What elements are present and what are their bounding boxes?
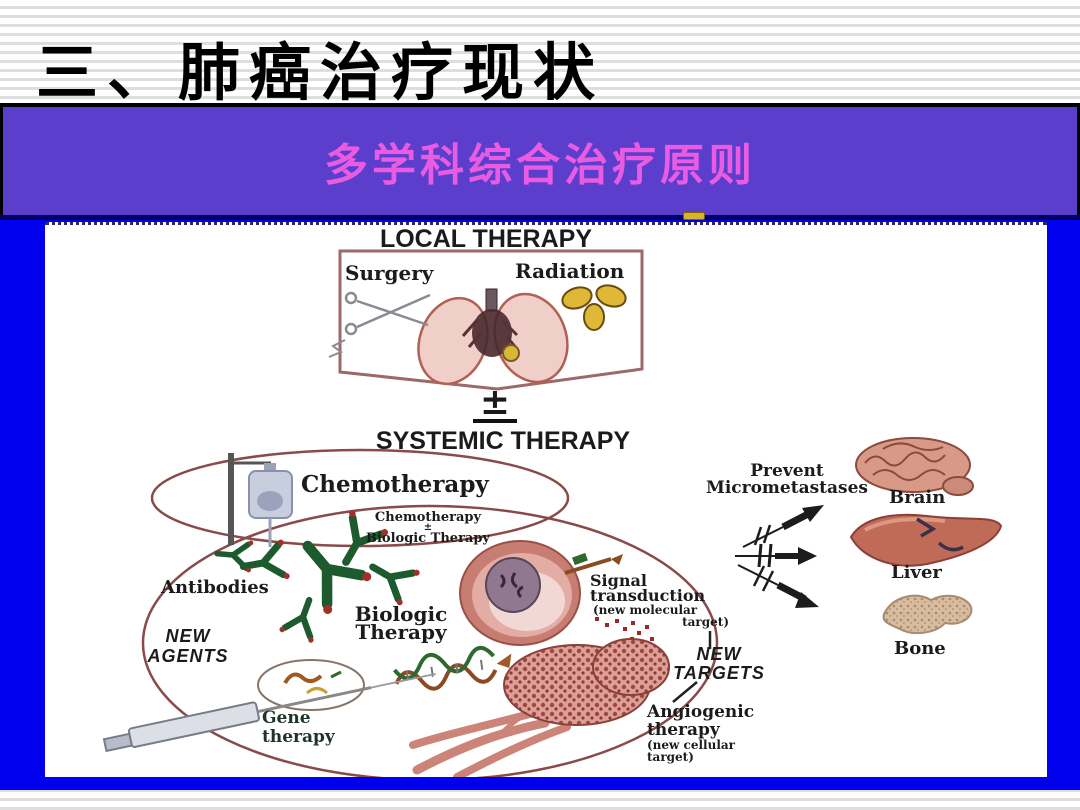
signal-sub2: target)	[682, 615, 729, 629]
gene-dna-icon	[283, 670, 342, 695]
blood-vessels-image	[409, 708, 571, 777]
iv-drip-icon	[228, 453, 293, 547]
angiogenic-line1: Angiogenic	[647, 702, 755, 722]
prevent-micrometastases-label: Prevent Micrometastases	[703, 463, 871, 497]
gene-line1: Gene	[262, 708, 311, 728]
biologic-line1: Biologic	[354, 602, 448, 626]
combo-plus-minus: ±	[423, 522, 433, 533]
cell-image	[459, 540, 659, 653]
biologic-ellipse	[141, 504, 719, 777]
arrow-to-bone	[737, 564, 819, 608]
biologic-therapy-label: Biologic Therapy	[341, 602, 461, 644]
metastasis-arrows	[735, 505, 824, 608]
surgery-label: Surgery	[345, 261, 434, 285]
angiogenic-sub1: (new cellular	[647, 738, 735, 752]
new-agents-line1: NEW	[165, 626, 211, 646]
angiogenic-therapy-label: Angiogenic therapy	[647, 703, 754, 739]
signal-line1: Signal	[590, 571, 647, 590]
prevent-line1: Prevent	[750, 461, 824, 481]
dna-icon	[392, 645, 512, 691]
slide-title: 三、肺癌治疗现状	[36, 22, 736, 112]
new-agents-label: NEW AGENTS	[133, 626, 243, 666]
angiogenic-connector-line	[672, 681, 698, 703]
prevent-line2: Micrometastases	[706, 478, 868, 498]
gene-circle	[257, 659, 365, 711]
new-agents-line2: AGENTS	[147, 646, 229, 666]
diagram-graphics	[102, 249, 1003, 777]
arrow-to-brain	[742, 505, 824, 548]
signal-transduction-label: Signal transduction	[590, 571, 706, 605]
signal-line2: transduction	[590, 586, 706, 605]
local-therapy-title: LOCAL THERAPY	[379, 225, 593, 253]
brain-label: Brain	[889, 487, 946, 508]
bone-label: Bone	[894, 638, 946, 659]
radiation-label: Radiation	[515, 259, 625, 283]
banner-text: 多学科综合治疗原则	[324, 141, 756, 190]
angiogenic-sub2: target)	[647, 750, 694, 764]
gene-line2: therapy	[262, 727, 335, 747]
subtitle-banner: 多学科综合治疗原则	[0, 103, 1080, 215]
biologic-line2: Therapy	[355, 620, 447, 644]
chemo-bio-combo-label: Chemotherapy ± Biologic Therapy	[338, 511, 518, 545]
slide-title-text: 三、肺癌治疗现状	[36, 39, 605, 108]
combo-line2: Biologic Therapy	[366, 531, 490, 546]
antibodies-label: Antibodies	[161, 577, 269, 598]
bone-image	[882, 594, 973, 635]
liver-image	[849, 513, 1003, 567]
systemic-therapy-title: SYSTEMIC THERAPY	[375, 427, 631, 455]
tumor-image	[503, 638, 670, 726]
new-targets-line2: TARGETS	[673, 663, 765, 683]
new-targets-label: NEW TARGETS	[657, 645, 781, 683]
scissors-icon	[328, 291, 431, 358]
angiogenic-line2: therapy	[647, 720, 720, 740]
liver-label: Liver	[891, 562, 942, 583]
signal-subtext: (new molecular target)	[593, 604, 729, 628]
combo-line1: Chemotherapy	[374, 510, 482, 525]
radiation-icon	[561, 284, 627, 331]
plus-minus-symbol: ±	[473, 384, 517, 423]
new-targets-line1: NEW	[696, 644, 742, 664]
arrow-to-liver	[735, 543, 817, 568]
chemotherapy-ellipse	[150, 448, 570, 548]
diagram-panel: LOCAL THERAPY Surgery Radiation ± SYSTEM…	[45, 222, 1047, 777]
lungs-image	[417, 288, 569, 386]
signal-sub1: (new molecular	[593, 603, 698, 617]
angiogenic-subtext: (new cellular target)	[647, 739, 735, 763]
chemotherapy-label: Chemotherapy	[301, 471, 489, 498]
brain-image	[855, 437, 974, 496]
gene-therapy-label: Gene therapy	[262, 709, 335, 747]
syringe-icon	[102, 672, 436, 753]
slide-marker-icon	[683, 212, 705, 220]
